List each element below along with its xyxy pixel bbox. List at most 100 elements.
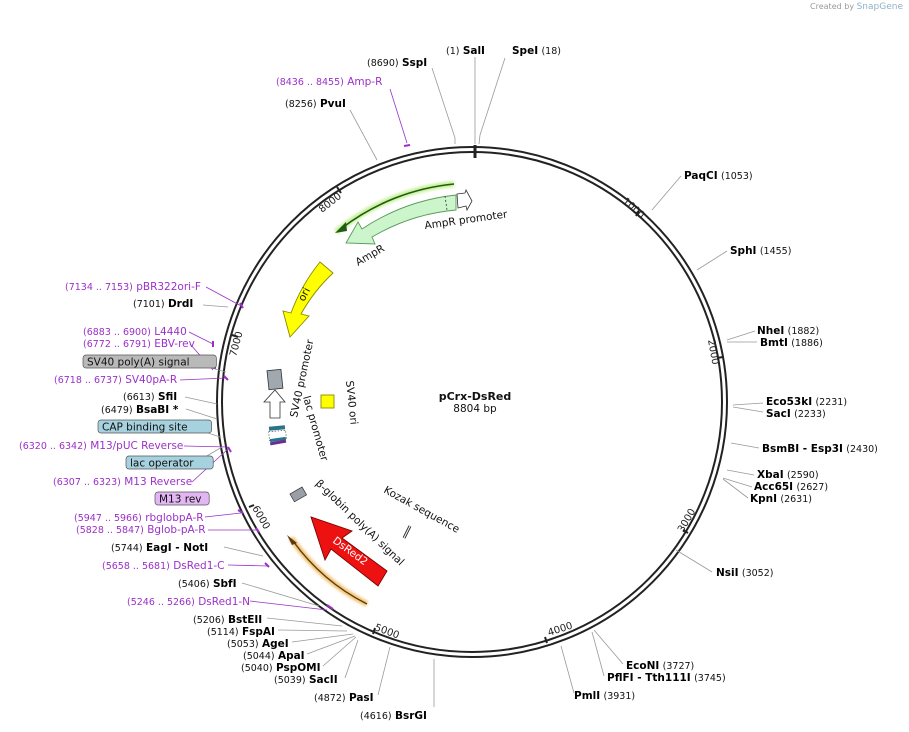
site-number: (5040) (241, 663, 273, 674)
connector-eagi (223, 546, 264, 557)
connector-eco53ki (732, 402, 764, 406)
site-number: (3931) (604, 691, 636, 702)
site-number: (6883 .. 6900) (83, 327, 151, 338)
site-label: XbaI (2590) (757, 469, 819, 481)
site-label: (4616) BsrGI (360, 710, 427, 722)
site-name: SspI (402, 57, 427, 69)
site-name: EagI - NotI (146, 542, 208, 554)
site-name: PaqCI (684, 170, 718, 182)
site-number: (8256) (285, 99, 317, 110)
snapgene-brand: SnapGene (856, 2, 903, 12)
enzyme-nhei: NheI (1882) (757, 325, 819, 337)
site-name: PmlI (574, 690, 600, 702)
tick-3000 (682, 529, 689, 534)
cap-site-box (268, 425, 286, 431)
credit-prefix: Created by (810, 2, 855, 11)
enzyme-eco53ki: Eco53kI (2231) (766, 396, 847, 408)
connector-drdi (202, 304, 229, 308)
primer-mark-dsred1n (326, 604, 334, 610)
enzyme-pvui: (8256) PvuI (285, 98, 346, 110)
connector-l4440 (188, 331, 214, 345)
connector-m13puc-rev (183, 445, 229, 448)
site-number: (3745) (694, 673, 726, 684)
primer-mark-bglob (255, 527, 260, 533)
site-label: (5044) ApaI (243, 650, 305, 662)
site-number: (2430) (846, 444, 878, 455)
enzyme-xbai: XbaI (2590) (757, 469, 819, 481)
site-label: PflFI - Tth111I (3745) (607, 672, 726, 684)
site-label: PaqCI (1053) (684, 170, 753, 182)
site-number: (3052) (742, 568, 774, 579)
site-label: (4872) PasI (314, 692, 374, 704)
site-name: SacII (309, 674, 338, 686)
site-number: (1882) (788, 326, 820, 337)
site-number: (5053) (227, 639, 259, 650)
ampr-arrow (345, 194, 457, 245)
enzyme-pasi: (4872) PasI (314, 692, 374, 704)
snapgene-credit: Created by SnapGene (810, 2, 903, 12)
site-label: SpeI (18) (512, 45, 561, 57)
tick-label-2000: 2000 (705, 339, 720, 366)
site-name: PspOMI (276, 662, 321, 674)
featurebox-bg (125, 455, 214, 470)
enzyme-fspai: (5114) FspAI (207, 626, 275, 638)
primer-bglob-pa-r: (5828 .. 5847) Bglob-pA-R (76, 524, 206, 536)
site-label: (5053) AgeI (227, 638, 289, 650)
site-label: PmlI (3931) (574, 690, 635, 702)
enzyme-bmti: BmtI (1886) (760, 337, 823, 349)
ampr-feature: AmpR (345, 194, 457, 269)
site-name: BstEII (228, 614, 262, 626)
featurebox-lacop-box: lac operator (125, 455, 214, 470)
site-number: (6772 .. 6791) (83, 339, 151, 350)
enzyme-bsrgi: (4616) BsrGI (360, 710, 427, 722)
connector-agei (291, 633, 354, 643)
enzyme-spei: SpeI (18) (512, 45, 561, 57)
site-name: PvuI (320, 98, 346, 110)
plasmid-name: pCrx-DsRed (439, 390, 512, 403)
featurebox-label: lac operator (130, 458, 194, 470)
primer-sv40pa-r: (6718 .. 6737) SV40pA-R (54, 374, 177, 386)
site-name: rbglobpA-R (145, 512, 203, 524)
kozak-label: Kozak sequence (382, 484, 462, 536)
site-name: Amp-R (347, 76, 382, 88)
site-label: BsmBI - Esp3I (2430) (762, 443, 878, 455)
featurebox-label: M13 rev (159, 494, 202, 506)
featurebox-m13rev-box: M13 rev (154, 491, 210, 506)
connector-sfii (184, 396, 218, 405)
enzyme-bsmbi: BsmBI - Esp3I (2430) (762, 443, 878, 455)
enzyme-sfii: (6613) SfiI (123, 391, 177, 403)
enzyme-econi: EcoNI (3727) (626, 660, 694, 672)
primer-ebv-rev: (6772 .. 6791) EBV-rev (83, 338, 195, 350)
site-label: (5246 .. 5266) DsRed1-N (127, 596, 250, 608)
connector-acc65i (722, 477, 753, 488)
featurebox-bg (97, 419, 212, 434)
site-number: (1053) (721, 171, 753, 182)
tick-4000 (544, 636, 548, 644)
primer-mark-m13 (227, 446, 232, 453)
site-number: (6613) (123, 392, 155, 403)
site-name: SbfI (213, 578, 237, 590)
enzyme-nsii: NsiI (3052) (716, 567, 773, 579)
site-label: (6613) SfiI (123, 391, 177, 403)
site-number: (5114) (207, 627, 239, 638)
ori-arrow (282, 261, 334, 338)
site-label: NsiI (3052) (716, 567, 773, 579)
enzyme-pspomi: (5040) PspOMI (241, 662, 321, 674)
enzyme-sbfi: (5406) SbfI (178, 578, 237, 590)
sv40-ori-feature: SV40 ori (320, 380, 360, 425)
tick-8000 (336, 186, 342, 194)
site-name: M13/pUC Reverse (90, 440, 183, 452)
sv40-pa-small-box (266, 368, 284, 391)
site-number: (2233) (794, 409, 826, 420)
primer-ampr-primer: (8436 .. 8455) Amp-R (276, 76, 382, 88)
site-name: EBV-rev (154, 338, 195, 350)
tick-7000 (231, 334, 239, 338)
site-number: (5947 .. 5966) (74, 513, 142, 524)
enzyme-sali: (1) SalI (446, 45, 485, 57)
connector-dsred1-n (249, 600, 328, 611)
primer-mark-rbglob (237, 509, 244, 514)
ori-feature: ori (282, 261, 334, 338)
site-label: Acc65I (2627) (754, 481, 828, 493)
ampr-promoter-arrow (456, 189, 473, 212)
